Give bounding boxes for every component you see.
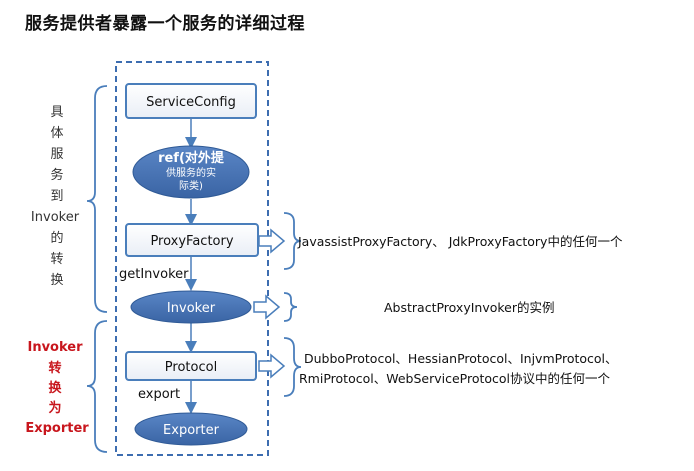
serviceconfig-label: ServiceConfig	[146, 95, 236, 110]
invoker-label: Invoker	[167, 301, 216, 316]
lower-side-char: 为	[48, 400, 61, 416]
upper-brace	[86, 85, 108, 313]
protocol-box	[125, 351, 257, 381]
ref-label-line1: ref(对外提	[158, 150, 225, 166]
ref-label-line3: 际类)	[179, 179, 203, 192]
upper-side-char: 体	[50, 126, 63, 141]
dashed-container	[115, 61, 269, 456]
lower-brace	[86, 320, 108, 453]
lower-side-word: Exporter	[25, 421, 89, 436]
protocol-note-line1: DubboProtocol、HessianProtocol、InjvmProto…	[304, 351, 618, 366]
upper-side-char: 换	[50, 273, 63, 288]
exporter-ellipse	[134, 412, 248, 446]
upper-side-char: 转	[50, 252, 63, 267]
lower-side-label: Invoker 转 换 为 Exporter	[25, 340, 89, 436]
invoker-brace	[283, 292, 298, 322]
upper-side-word: Invoker	[31, 210, 80, 225]
protocol-note-line2: RmiProtocol、WebServiceProtocol协议中的任何一个	[299, 371, 611, 386]
upper-side-char: 服	[50, 147, 63, 162]
lower-side-char: 转	[48, 360, 61, 376]
block-arrow-protocol	[258, 353, 286, 379]
proxyfactory-label: ProxyFactory	[150, 234, 233, 249]
lower-side-word: Invoker	[27, 340, 83, 355]
upper-side-char: 到	[50, 189, 63, 204]
ref-ellipse	[132, 145, 250, 199]
block-arrow-proxyfactory	[258, 228, 286, 254]
protocol-label: Protocol	[165, 360, 217, 375]
ref-label-line2: 供服务的实	[166, 166, 216, 179]
page-title: 服务提供者暴露一个服务的详细过程	[25, 14, 305, 34]
lower-side-char: 换	[48, 380, 62, 396]
upper-side-label: 具 体 服 务 到 Invoker 的 转 换	[31, 105, 80, 288]
proxyfactory-note: JavassistProxyFactory、 JdkProxyFactory中的…	[297, 234, 623, 249]
serviceconfig-box	[125, 83, 257, 119]
block-arrow-invoker	[253, 294, 281, 320]
invoker-ellipse	[130, 290, 252, 324]
proxyfactory-box	[125, 223, 259, 257]
upper-side-char: 具	[50, 105, 63, 120]
protocol-brace	[283, 337, 302, 397]
proxy-factory-brace	[283, 212, 302, 270]
exporter-label: Exporter	[163, 423, 220, 438]
upper-side-char: 的	[50, 230, 63, 246]
invoker-note: AbstractProxyInvoker的实例	[384, 300, 555, 315]
upper-side-char: 务	[50, 167, 63, 183]
export-label: export	[138, 387, 180, 402]
getinvoker-label: getInvoker	[119, 267, 189, 282]
